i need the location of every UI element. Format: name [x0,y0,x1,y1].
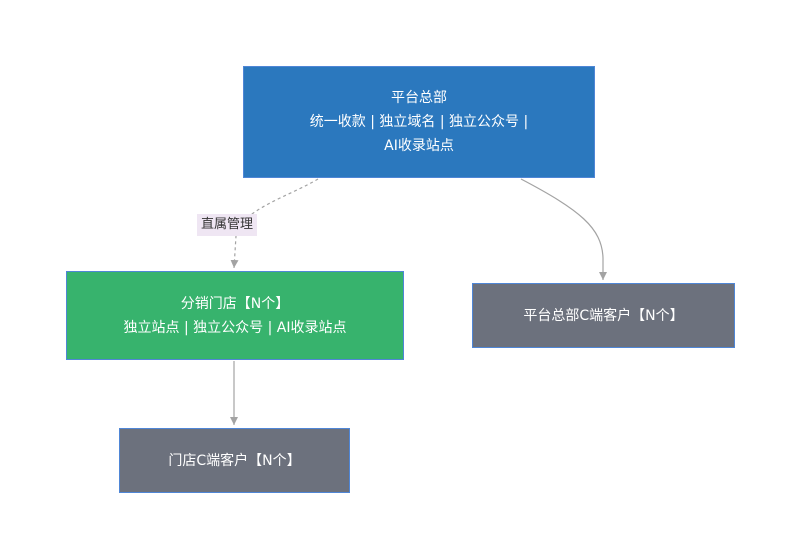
node-platform-hq[interactable]: 平台总部 统一收款 | 独立域名 | 独立公众号 | AI收录站点 [243,66,595,178]
node-distribution-store-line-2: 独立站点 | 独立公众号 | AI收录站点 [123,319,347,336]
node-platform-hq-line-2: 统一收款 | 独立域名 | 独立公众号 | [309,114,529,130]
node-store-customers[interactable]: 门店C端客户【N个】 [119,428,350,493]
edge-hq-to-hq-customers [520,178,607,280]
edge-hq-to-store [230,178,319,269]
node-platform-hq-customers-line-1: 平台总部C端客户【N个】 [523,307,684,324]
edge-label-direct-management: 直属管理 [197,214,258,236]
node-store-customers-line-1: 门店C端客户【N个】 [168,452,301,469]
node-platform-hq-customers[interactable]: 平台总部C端客户【N个】 [472,283,735,348]
node-distribution-store[interactable]: 分销门店【N个】 独立站点 | 独立公众号 | AI收录站点 [66,271,404,360]
node-distribution-store-line-1: 分销门店【N个】 [180,295,290,312]
node-platform-hq-line-3: AI收录站点 [384,138,454,154]
node-platform-hq-line-1: 平台总部 [391,90,447,106]
